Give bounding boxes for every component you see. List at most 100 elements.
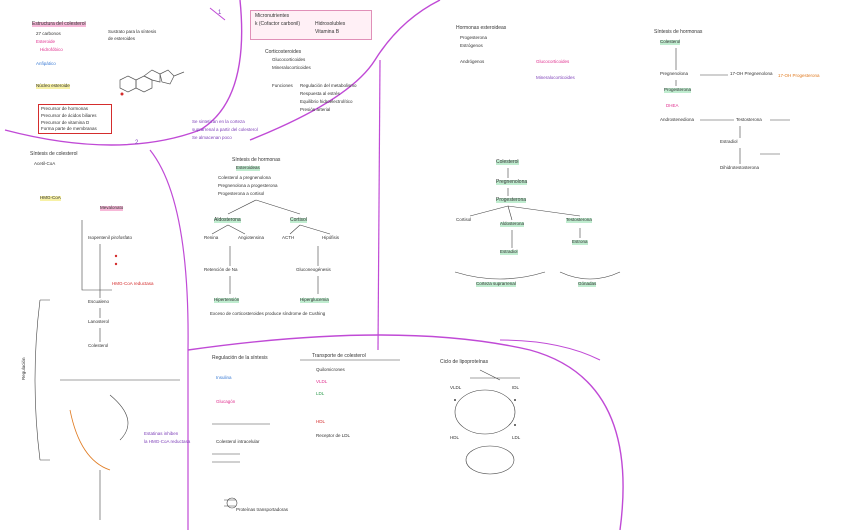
far-right-l8: Testosterona [736, 117, 762, 122]
bottom-r3: LDL [316, 391, 325, 396]
center-bullet1: Glucocorticoides [272, 57, 306, 62]
section1-line4: Anfipático [36, 61, 56, 66]
center-func3: Equilibrio hidroelectrolítico [300, 99, 353, 104]
center-mid-subtitle: Esteroideas [236, 165, 260, 171]
center-mid-title: Síntesis de hormonas [232, 157, 281, 163]
center-func-title: Funciones [272, 83, 293, 88]
far-right-title: Síntesis de hormonas [654, 29, 703, 35]
leaf4: Hipófisis [322, 235, 340, 240]
bottom-l1: Insulina [216, 375, 232, 380]
right-l5: Mineralocorticoides [536, 75, 575, 80]
section1-right-a: Sustrato para la síntesis [108, 29, 157, 34]
bottom-title-right: Transporte de colesterol [312, 353, 366, 359]
bottom-r5: Receptor de LDL [316, 433, 351, 438]
section1-line1: 27 carbonos [36, 31, 61, 36]
leaf2: Angiotensina [238, 235, 265, 240]
center-note1: Se sintetizan en la corteza [192, 119, 245, 124]
use-a: Precursor de hormonas [41, 106, 89, 111]
bottom-r1: Quilomicrones [316, 367, 345, 372]
far-right-l9: Estradiol [720, 139, 738, 144]
bottom-r2: VLDL [316, 379, 328, 384]
far-right-l4: 17-OH Pregnenolona [730, 71, 773, 76]
far-right-l10: Dihidrotestosterona [720, 165, 760, 170]
left-l5: Escualeno [88, 299, 110, 304]
right-bottom-right: Gónadas [578, 281, 597, 287]
section-number-1: 1 [218, 10, 222, 16]
right-title: Hormonas esteroideas [456, 25, 507, 31]
far-right-l1: Colesterol [660, 39, 681, 45]
section-number-2: 2 [135, 140, 139, 146]
leaf3: ACTH [282, 235, 295, 240]
center-func4: Presión arterial [300, 107, 331, 112]
box-label: Micronutrientes [255, 13, 290, 19]
center-note2: suprarrenal a partir del colesterol [192, 127, 258, 132]
box-row-a: k (Cofactor carbonil) [255, 21, 301, 27]
box-row-c: Vitamina B [315, 29, 340, 35]
cycle-c2: IDL [512, 385, 520, 390]
row-right: Gluconeogénesis [296, 267, 331, 272]
right-l1: Progesterona [460, 35, 488, 40]
far-right-l6: DHEA [666, 103, 679, 108]
section1-right-b: de esteroides [108, 36, 136, 41]
right-mid-center: Aldosterona [500, 221, 525, 227]
left-l3: Mevalonato [100, 205, 124, 211]
box-row-b: Hidrosolubles [315, 21, 346, 27]
section1-title: Estructura del colesterol [32, 21, 86, 27]
right-flow1: Colesterol [496, 159, 519, 165]
far-right-l2: Pregnenolona [660, 71, 689, 76]
right-flow2: Pregnenolona [496, 179, 528, 185]
section1-nucleus-label: Núcleo esteroide [36, 83, 70, 89]
cycle-c4: HDL [450, 435, 460, 440]
use-d: Forma parte de membranas [41, 126, 97, 131]
left-note-b: la HMG-CoA reductasa [144, 439, 191, 444]
right-flow3: Progesterona [496, 197, 527, 203]
center-bullet2: Mineralocorticoides [272, 65, 311, 70]
use-b: Precursor de ácidos biliares [41, 113, 97, 118]
right-mid-right: Testosterona [566, 217, 592, 223]
center-func2: Respuesta al estrés [300, 91, 340, 96]
center-step3: Progesterona a cortisol [218, 191, 265, 196]
bottom-left: Hipertensión [214, 297, 240, 303]
micronutrient-box: Micronutrientes k (Cofactor carbonil) Hi… [250, 10, 372, 40]
right-l2: Estrógenos [460, 43, 483, 48]
left-enzyme: HMG-CoA reductasa [112, 281, 154, 286]
center-note3: Se almacenan poco [192, 135, 232, 140]
right-bottom-left: Corteza suprarrenal [476, 281, 516, 287]
left-note-a: Estatinas inhiben [144, 431, 179, 436]
left-l1: Acetil-CoA [34, 161, 56, 166]
section1-line3: Hidrofóbico [40, 47, 63, 52]
right-low1: Estradiol [500, 249, 518, 255]
right-l4: Glucocorticoides [536, 59, 570, 64]
left-l7: Colesterol [88, 343, 109, 348]
far-right-l7: Androstenediona [660, 117, 695, 122]
left-side-label: Regulación [21, 357, 26, 380]
right-mid-left: Cortisol [456, 217, 472, 222]
bottom-right: Hiperglucemia [300, 297, 329, 303]
left-l4: Isopentenil pirofosfato [88, 235, 133, 240]
far-right-l5: 17-OH Progesterona [778, 73, 820, 78]
use-c: Precursor de vitamina D [41, 120, 90, 125]
left-title: Síntesis de colesterol [30, 151, 78, 157]
leaf1: Renina [204, 235, 219, 240]
cycle-title: Ciclo de lipoproteínas [440, 359, 489, 365]
center-step2: Pregnenolona a progesterona [218, 183, 278, 188]
row-left: Retención de Na [204, 267, 238, 272]
section1-uses-box: Precursor de hormonas Precursor de ácido… [38, 104, 112, 134]
cycle-c3: LDL [512, 435, 521, 440]
branch-left: Aldosterona [214, 217, 241, 223]
center-step1: Colesterol a pregnenolona [218, 175, 271, 180]
right-l3: Andrógenos [460, 59, 485, 64]
far-right-l3: Progesterona [664, 87, 692, 93]
section1-line2: Esteroide [36, 39, 56, 44]
bottom-title-left: Regulación de la síntesis [212, 355, 268, 361]
bottom-l2: Glucagón [216, 399, 236, 404]
center-func1: Regulación del metabolismo [300, 83, 357, 88]
branch-right: Cortisol [290, 217, 307, 223]
bottom-l3: Colesterol intracelular [216, 439, 260, 444]
bottom-r4: HDL [316, 419, 326, 424]
cycle-c1: VLDL [450, 385, 462, 390]
bottom-footer: Proteínas transportadoras [236, 507, 289, 512]
left-l2: HMG-CoA [40, 195, 61, 201]
center-heading: Corticosteroides [265, 49, 302, 55]
